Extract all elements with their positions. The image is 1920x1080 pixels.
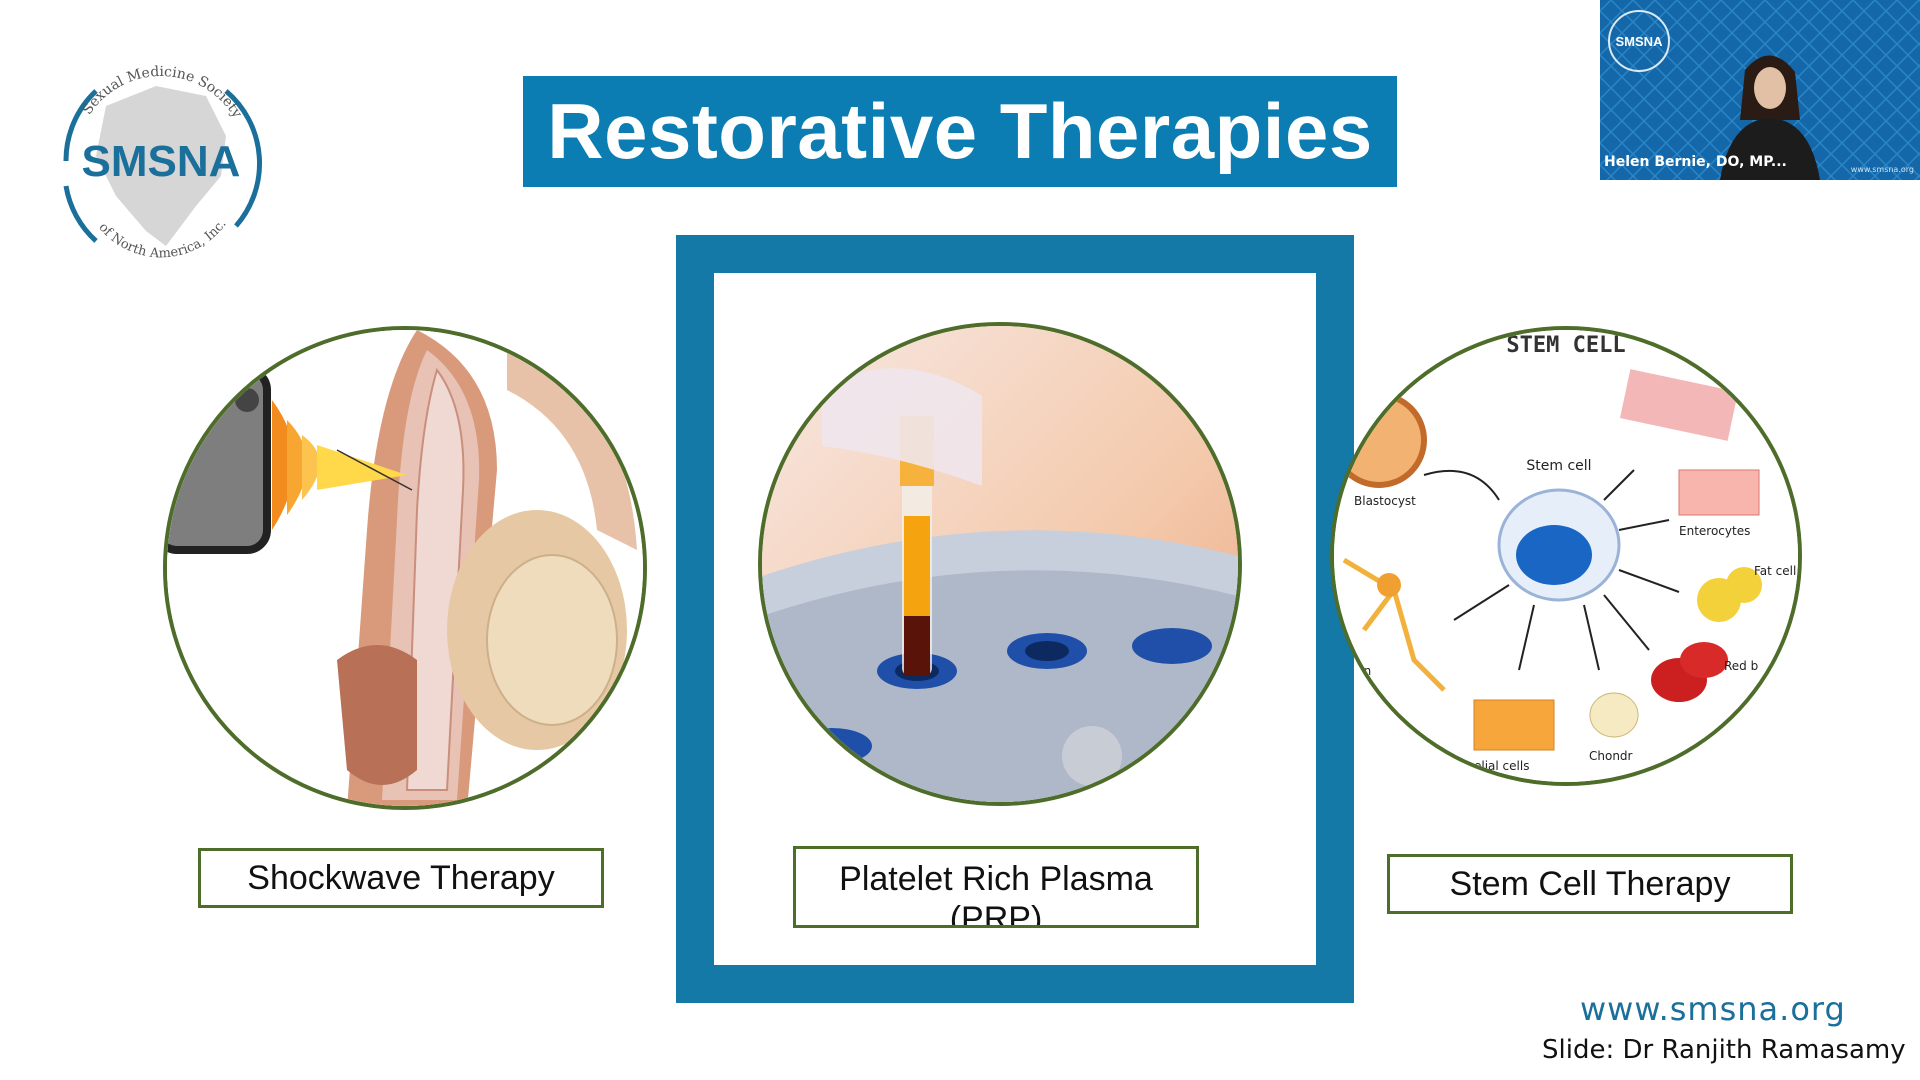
page-title: Restorative Therapies: [547, 87, 1373, 175]
epithelial-label: elial cells: [1474, 759, 1529, 773]
slide-credit: Slide: Dr Ranjith Ramasamy: [1542, 1035, 1906, 1065]
shockwave-therapy-label: Shockwave Therapy: [198, 848, 604, 908]
red-blood-label: Red b: [1724, 659, 1758, 673]
prp-tube-photo: [758, 322, 1242, 806]
webcam-url: www.smsna.org: [1850, 165, 1914, 174]
smsna-logo: Sexual Medicine Society SMSNA of North A…: [36, 36, 286, 286]
stem-cell-therapy-text: Stem Cell Therapy: [1449, 865, 1731, 903]
participant-name: Helen Bernie, DO, MP...: [1604, 154, 1787, 170]
stem-cell-diagram: STEM CELL Stem cell Blastocyst Enterocyt…: [1330, 326, 1802, 786]
stem-cell-center-label: Stem cell: [1526, 458, 1591, 474]
neuron-label: uron: [1344, 664, 1371, 678]
webcam-thumbnail[interactable]: SMSNA Helen Bernie, DO, MP... www.smsna.…: [1600, 0, 1920, 180]
stem-cell-therapy-label: Stem Cell Therapy: [1387, 854, 1793, 914]
shockwave-illustration: [163, 326, 647, 810]
stem-cell-header: STEM CELL: [1506, 333, 1625, 358]
footer-url: www.smsna.org: [1580, 990, 1846, 1028]
prp-text: Platelet Rich Plasma (PRP): [839, 860, 1153, 928]
shockwave-therapy-text: Shockwave Therapy: [247, 859, 555, 897]
chondrocyte-label: Chondr: [1589, 749, 1633, 763]
logo-acronym: SMSNA: [82, 137, 241, 186]
enterocytes-label: Enterocytes: [1679, 524, 1750, 538]
fat-cell-label: Fat cell: [1754, 564, 1796, 578]
blastocyst-label: Blastocyst: [1354, 494, 1416, 508]
title-banner: Restorative Therapies: [523, 76, 1397, 187]
webcam-smsna-logo: SMSNA: [1608, 10, 1670, 72]
prp-label: Platelet Rich Plasma (PRP): [793, 846, 1199, 928]
